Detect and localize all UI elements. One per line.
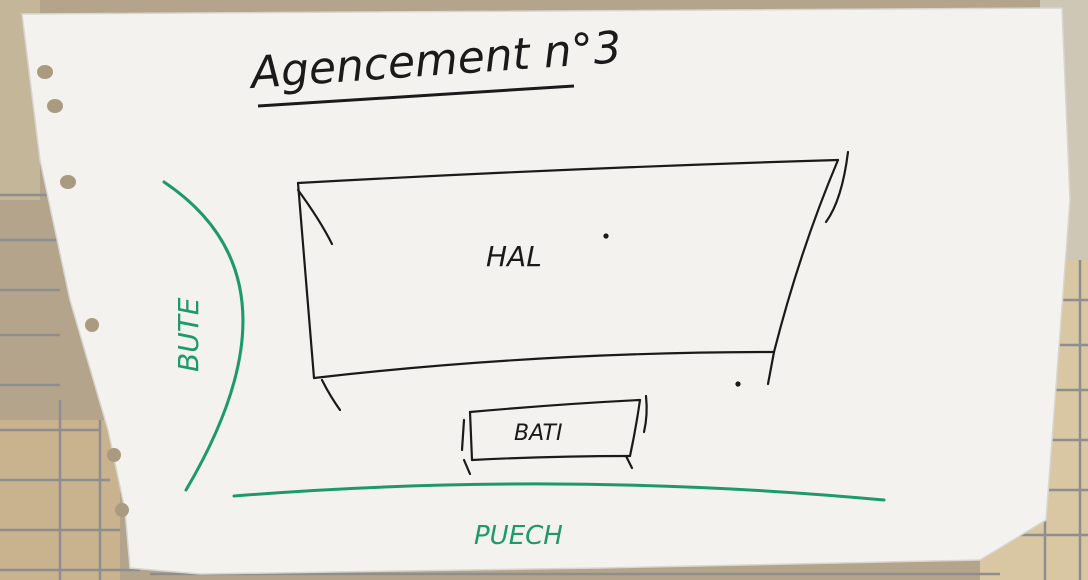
left-green-label: BUTE	[172, 297, 205, 372]
title-underline	[257, 84, 575, 108]
small-box-drawing	[460, 394, 648, 476]
bottom-green-line	[232, 482, 886, 502]
small-box-label: BATI	[514, 421, 562, 446]
left-green-curve	[162, 180, 245, 492]
paper-sheet	[21, 7, 1071, 575]
punch-holes	[37, 65, 129, 517]
big-box-label: HAL	[486, 240, 542, 273]
bottom-green-label: PUECH	[474, 521, 563, 551]
big-box-drawing	[296, 150, 850, 412]
